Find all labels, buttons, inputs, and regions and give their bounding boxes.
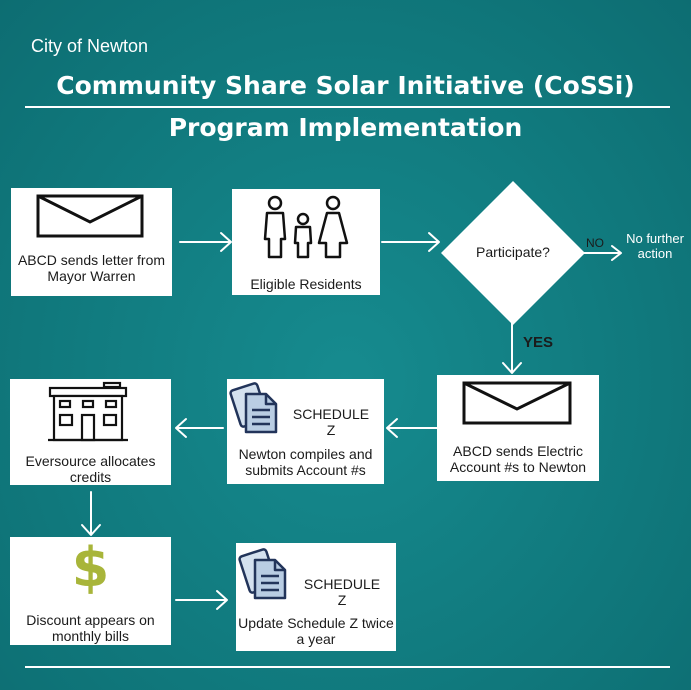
node-eligible-residents: Eligible Residents xyxy=(232,189,380,295)
schedule-letter: Z xyxy=(326,422,336,438)
dollar-sign-icon: $ xyxy=(71,536,110,599)
node-abcd-electric: ABCD sends Electric Account #s to Newton xyxy=(437,375,599,481)
yes-label: YES xyxy=(523,334,554,351)
city-label: City of Newton xyxy=(31,36,149,56)
page-subtitle: Program Implementation xyxy=(168,113,523,142)
documents-icon xyxy=(238,548,287,600)
arrow-letter-to-residents xyxy=(179,232,232,252)
node-eversource-label: Eversource allocates credits xyxy=(25,453,156,485)
arrow-decision-yes xyxy=(502,321,522,374)
schedule-letter: Z xyxy=(337,592,347,608)
node-abcd-letter-label: ABCD sends letter from Mayor Warren xyxy=(17,252,166,284)
no-label: NO xyxy=(586,236,604,250)
arrow-decision-no xyxy=(583,245,622,261)
arrow-discount-to-update xyxy=(175,590,228,610)
documents-icon xyxy=(229,382,278,434)
node-abcd-electric-label: ABCD sends Electric Account #s to Newton xyxy=(449,443,587,475)
node-newton-compiles-label: Newton compiles and submits Account #s xyxy=(238,446,373,478)
arrow-residents-to-decision xyxy=(381,232,440,252)
node-eversource: Eversource allocates credits xyxy=(10,379,171,485)
node-eligible-residents-label: Eligible Residents xyxy=(250,276,362,292)
envelope-icon xyxy=(462,381,572,425)
arrow-electric-to-schedule xyxy=(386,418,438,438)
family-icon xyxy=(263,195,349,259)
node-update-schedule: SCHEDULE Z Update Schedule Z twice a yea… xyxy=(236,543,396,651)
node-discount-label: Discount appears on monthly bills xyxy=(26,612,155,644)
footer-divider xyxy=(25,666,670,668)
node-newton-compiles: SCHEDULE Z Newton compiles and submits A… xyxy=(227,379,384,484)
decision-diamond xyxy=(441,181,585,325)
schedule-title: SCHEDULE xyxy=(292,406,370,422)
envelope-icon xyxy=(36,194,144,238)
building-icon xyxy=(48,381,128,442)
node-update-schedule-label: Update Schedule Z twice a year xyxy=(238,615,394,647)
arrow-schedule-to-eversource xyxy=(175,418,224,438)
decision-question: Participate? xyxy=(476,244,550,260)
node-discount: $ Discount appears on monthly bills xyxy=(10,536,171,645)
no-further-action: No further action xyxy=(626,231,684,261)
node-abcd-letter: ABCD sends letter from Mayor Warren xyxy=(11,188,172,296)
page-title: Community Share Solar Initiative (CoSSi) xyxy=(56,71,635,100)
schedule-title: SCHEDULE xyxy=(303,576,381,592)
arrow-eversource-to-discount xyxy=(81,491,101,536)
title-divider xyxy=(25,106,670,108)
